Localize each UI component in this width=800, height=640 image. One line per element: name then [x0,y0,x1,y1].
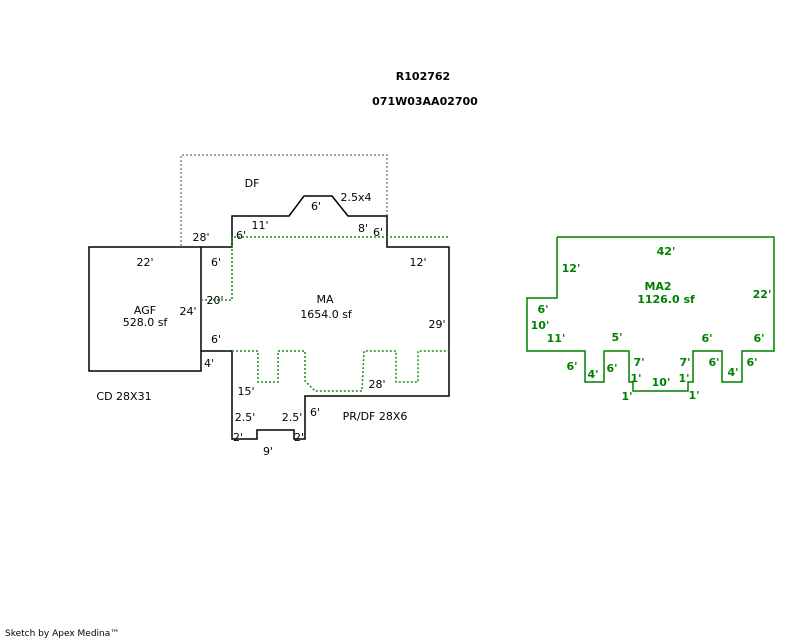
ma-dimension-28-top: 28' [192,231,209,244]
pr-dimension-2-right: 2' [294,431,304,444]
ma2-dimension-5: 5' [611,331,622,344]
df-deck-outline [180,154,388,246]
df-label: DF [245,177,260,190]
ma2-dimension-10-left: 10' [531,319,550,332]
ma-dimension-12: 12' [409,256,426,269]
ma-area-name: MA [316,293,333,306]
prdf-label: PR/DF 28X6 [343,410,408,423]
ma2-dimension-12: 12' [562,262,581,275]
agf-outline [88,246,202,372]
ma-dimension-20: 20' [206,294,223,307]
agf-dimension-22: 22' [136,256,153,269]
agf-dimension-4: 4' [204,357,214,370]
ma2-notch-6-d: 6' [746,356,757,369]
ma-dimension-6-right: 6' [373,226,383,239]
ma2-dimension-1-d: 1' [688,389,699,402]
ma-dimension-29: 29' [428,318,445,331]
ma2-notch-6-a: 6' [566,360,577,373]
cd-label: CD 28X31 [96,390,151,403]
ma2-dimension-7-left: 7' [633,356,644,369]
pr-dimension-6: 6' [310,406,320,419]
ma-dimension-6-mid: 6' [211,256,221,269]
sketch-credit: Sketch by Apex Medina™ [5,629,119,639]
ma2-dimension-1-b: 1' [621,390,632,403]
ma2-dimension-6-left: 6' [537,303,548,316]
ma2-dimension-42: 42' [657,245,676,258]
ma-dimension-6-top: 6' [236,229,246,242]
record-id: R102762 [396,70,450,83]
ma2-area-value: 1126.0 sf [637,293,695,306]
agf-area-value: 528.0 sf [123,316,169,329]
ma-dimension-8: 8' [358,222,368,235]
ma2-notch-4-a: 4' [587,368,598,381]
pr-dimension-28: 28' [368,378,385,391]
ma-outline [201,195,450,440]
pr-dimension-2-5-left: 2.5' [235,411,256,424]
ma2-dimension-22: 22' [753,288,772,301]
ma2-dimension-10-bottom: 10' [652,376,671,389]
ma-area-value: 1654.0 sf [300,308,353,321]
ma-dimension-11: 11' [251,219,268,232]
ma2-area-name: MA2 [644,280,671,293]
pr-dimension-9: 9' [263,445,273,458]
ma2-outline [526,236,775,392]
map-number: 071W03AA02700 [372,95,478,108]
pr-dimension-2-5-right: 2.5' [282,411,303,424]
pr-dotted-outline [232,350,449,392]
pr-dimension-15: 15' [237,385,254,398]
pr-dimension-2-left: 2' [233,431,243,444]
ma2-dimension-1-c: 1' [678,372,689,385]
ma2-dimension-6-right-a: 6' [701,332,712,345]
bump-size-label: 2.5x4 [340,191,371,204]
ma2-notch-4-b: 4' [727,366,738,379]
ma-dimension-6-low: 6' [211,333,221,346]
ma2-notch-6-c: 6' [708,356,719,369]
bump-top-dimension: 6' [311,200,321,213]
ma2-notch-6-b: 6' [606,362,617,375]
ma2-dimension-11: 11' [547,332,566,345]
ma2-dimension-7-right: 7' [679,356,690,369]
agf-area-name: AGF [134,304,156,317]
ma2-dimension-1-a: 1' [630,372,641,385]
ma2-dimension-6-right-b: 6' [753,332,764,345]
agf-dimension-24: 24' [179,305,196,318]
